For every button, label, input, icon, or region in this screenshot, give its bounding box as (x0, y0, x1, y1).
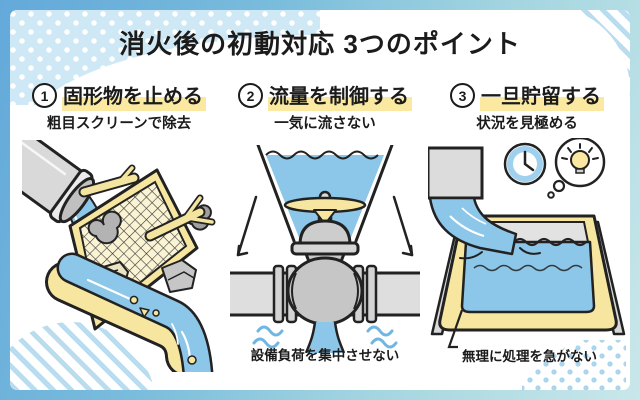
gate-valve-icon (283, 190, 367, 326)
panel-2-caption: 設備負荷を集中させない (250, 348, 400, 363)
flow-arrows (236, 195, 414, 257)
content-layer: 消火後の初動対応 3つのポイント 1 固形物を止める 粗目スクリーンで除去 (10, 10, 630, 390)
panel-1-heading: 固形物を止める (62, 80, 206, 111)
outlet-stream (304, 321, 346, 353)
number-badge-3: 3 (450, 83, 475, 108)
number-badge-2: 2 (238, 83, 263, 108)
panel-store-temporarily: 3 一旦貯留する 状況を見極める (428, 68, 626, 388)
branch-debris (78, 164, 216, 242)
panel-control-flow: 2 流量を制御する 一気に流さない (222, 68, 428, 388)
floating-debris-dots (129, 295, 197, 365)
number-badge-1: 1 (32, 83, 57, 108)
panel-3-subtitle: 状況を見極める (476, 116, 578, 132)
panel-2-subtitle: 一気に流さない (274, 116, 376, 132)
panel-2-header: 2 流量を制御する (222, 80, 428, 111)
flow-valve-illustration (230, 145, 420, 353)
trough-channel (45, 252, 214, 372)
panel-2-heading: 流量を制御する (268, 80, 412, 111)
panel-3-header: 3 一旦貯留する (428, 80, 626, 111)
wave-marks (252, 325, 398, 349)
inlet-water (428, 196, 541, 260)
page-title: 消火後の初動対応 3つのポイント (119, 29, 521, 59)
panel-1-subtitle: 粗目スクリーンで除去 (46, 116, 192, 132)
panel-stop-solids: 1 固形物を止める 粗目スクリーンで除去 (18, 68, 220, 388)
panel-3-heading: 一旦貯留する (480, 80, 604, 111)
panel-1-header: 1 固形物を止める (18, 80, 220, 111)
debris-screen-illustration (22, 140, 216, 372)
inlet-pipe-icon (428, 146, 484, 200)
storage-basin-illustration (428, 138, 626, 349)
panel-3-caption: 無理に処理を急がない (462, 349, 597, 364)
content-card: 消火後の初動対応 3つのポイント 1 固形物を止める 粗目スクリーンで除去 (10, 10, 630, 390)
lightbulb-thought-icon (547, 138, 606, 199)
caption-connector-line (447, 309, 464, 349)
clock-icon (503, 142, 547, 186)
